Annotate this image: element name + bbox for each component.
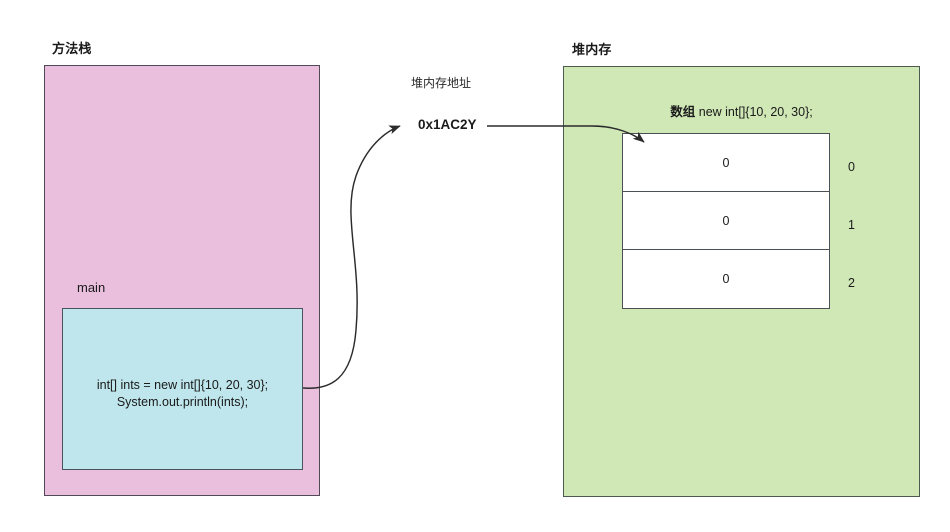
heap-address-label: 堆内存地址 [411,76,472,90]
heap-memory-title: 堆内存 [572,42,612,57]
code-line-1: int[] ints = new int[]{10, 20, 30}; [96,378,269,392]
array-table: 0 0 0 [622,133,830,309]
method-stack-title: 方法栈 [52,41,92,56]
code-line-2: System.out.println(ints); [116,395,249,409]
array-index-2: 2 [848,276,855,290]
heap-address-value: 0x1AC2Y [418,117,477,132]
stack-frame-label-main: main [77,280,106,295]
array-cell-2: 0 [623,250,829,308]
heap-array-caption: 数组 new int[]{10, 20, 30}; [563,101,920,120]
heap-array-caption-bold: 数组 [670,105,696,119]
heap-array-caption-rest: new int[]{10, 20, 30}; [695,105,813,119]
array-cell-0: 0 [623,134,829,192]
array-index-1: 1 [848,218,855,232]
array-cell-1: 0 [623,192,829,250]
main-code-block: int[] ints = new int[]{10, 20, 30}; Syst… [62,308,303,470]
array-index-0: 0 [848,160,855,174]
